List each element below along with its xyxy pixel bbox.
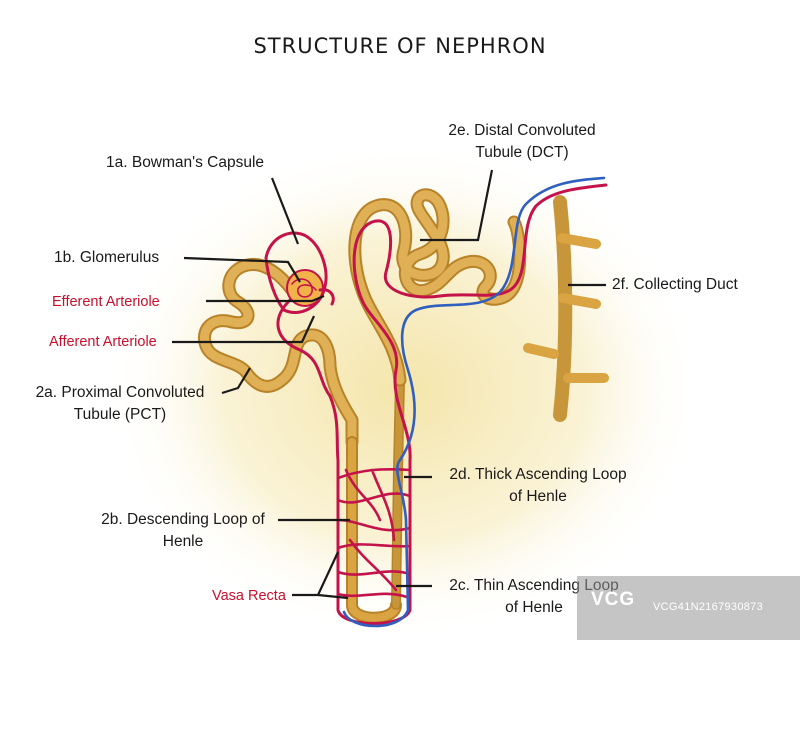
label-thin-line1: 2c. Thin Ascending Loop [449, 577, 619, 594]
label-thick-line2: of Henle [509, 488, 567, 505]
leader-lines [172, 169, 606, 600]
label-pct-line2: Tubule (PCT) [73, 406, 167, 423]
label-collecting-duct: 2f. Collecting Duct [612, 276, 738, 293]
label-thick-ascending-loop: 2d. Thick Ascending Loop of Henle [434, 464, 642, 508]
label-bowmans-capsule: 1a. Bowman's Capsule [106, 154, 265, 171]
label-descending-line2: Henle [162, 533, 204, 550]
diagram-title: STRUCTURE OF NEPHRON [253, 34, 547, 58]
label-thick-line1: 2d. Thick Ascending Loop [449, 466, 627, 483]
watermark: VCG VCG41N2167930873 [577, 576, 800, 640]
blood-vessels [264, 176, 608, 628]
label-pct-line1: 2a. Proximal Convoluted [35, 384, 205, 401]
leader-afferent-arteriole [172, 315, 315, 344]
label-pct: 2a. Proximal Convoluted Tubule (PCT) [20, 382, 220, 426]
label-thin-ascending-loop: 2c. Thin Ascending Loop of Henle [434, 575, 634, 619]
label-glomerulus: 1b. Glomerulus [54, 249, 160, 266]
label-efferent-arteriole: Efferent Arteriole [52, 294, 160, 310]
label-descending-loop: 2b. Descending Loop of Henle [86, 509, 280, 553]
label-dct: 2e. Distal Convoluted Tubule (DCT) [432, 120, 612, 164]
glomerulus-shape [286, 269, 324, 307]
watermark-logo: VCG [591, 589, 636, 610]
efferent-arteriole-shape [318, 288, 335, 306]
label-descending-line1: 2b. Descending Loop of [101, 511, 265, 528]
peritubular-capillary [328, 183, 608, 625]
label-dct-line1: 2e. Distal Convoluted [448, 122, 596, 139]
label-thin-line2: of Henle [505, 599, 563, 616]
leader-efferent-arteriole [206, 294, 325, 303]
vasa-recta-network [336, 467, 412, 600]
label-vasa-recta: Vasa Recta [212, 588, 286, 604]
leader-dct [420, 169, 494, 242]
label-dct-line2: Tubule (DCT) [475, 144, 569, 161]
leader-glomerulus [183, 256, 301, 283]
watermark-code: VCG41N2167930873 [653, 601, 763, 613]
leader-pct [221, 367, 251, 395]
venous-return [342, 176, 606, 628]
leader-bowmans-capsule [270, 177, 300, 245]
label-afferent-arteriole: Afferent Arteriole [49, 334, 157, 350]
leader-vasa-recta [292, 551, 349, 600]
afferent-arteriole-shape [276, 298, 332, 398]
tubule-system [198, 188, 609, 624]
